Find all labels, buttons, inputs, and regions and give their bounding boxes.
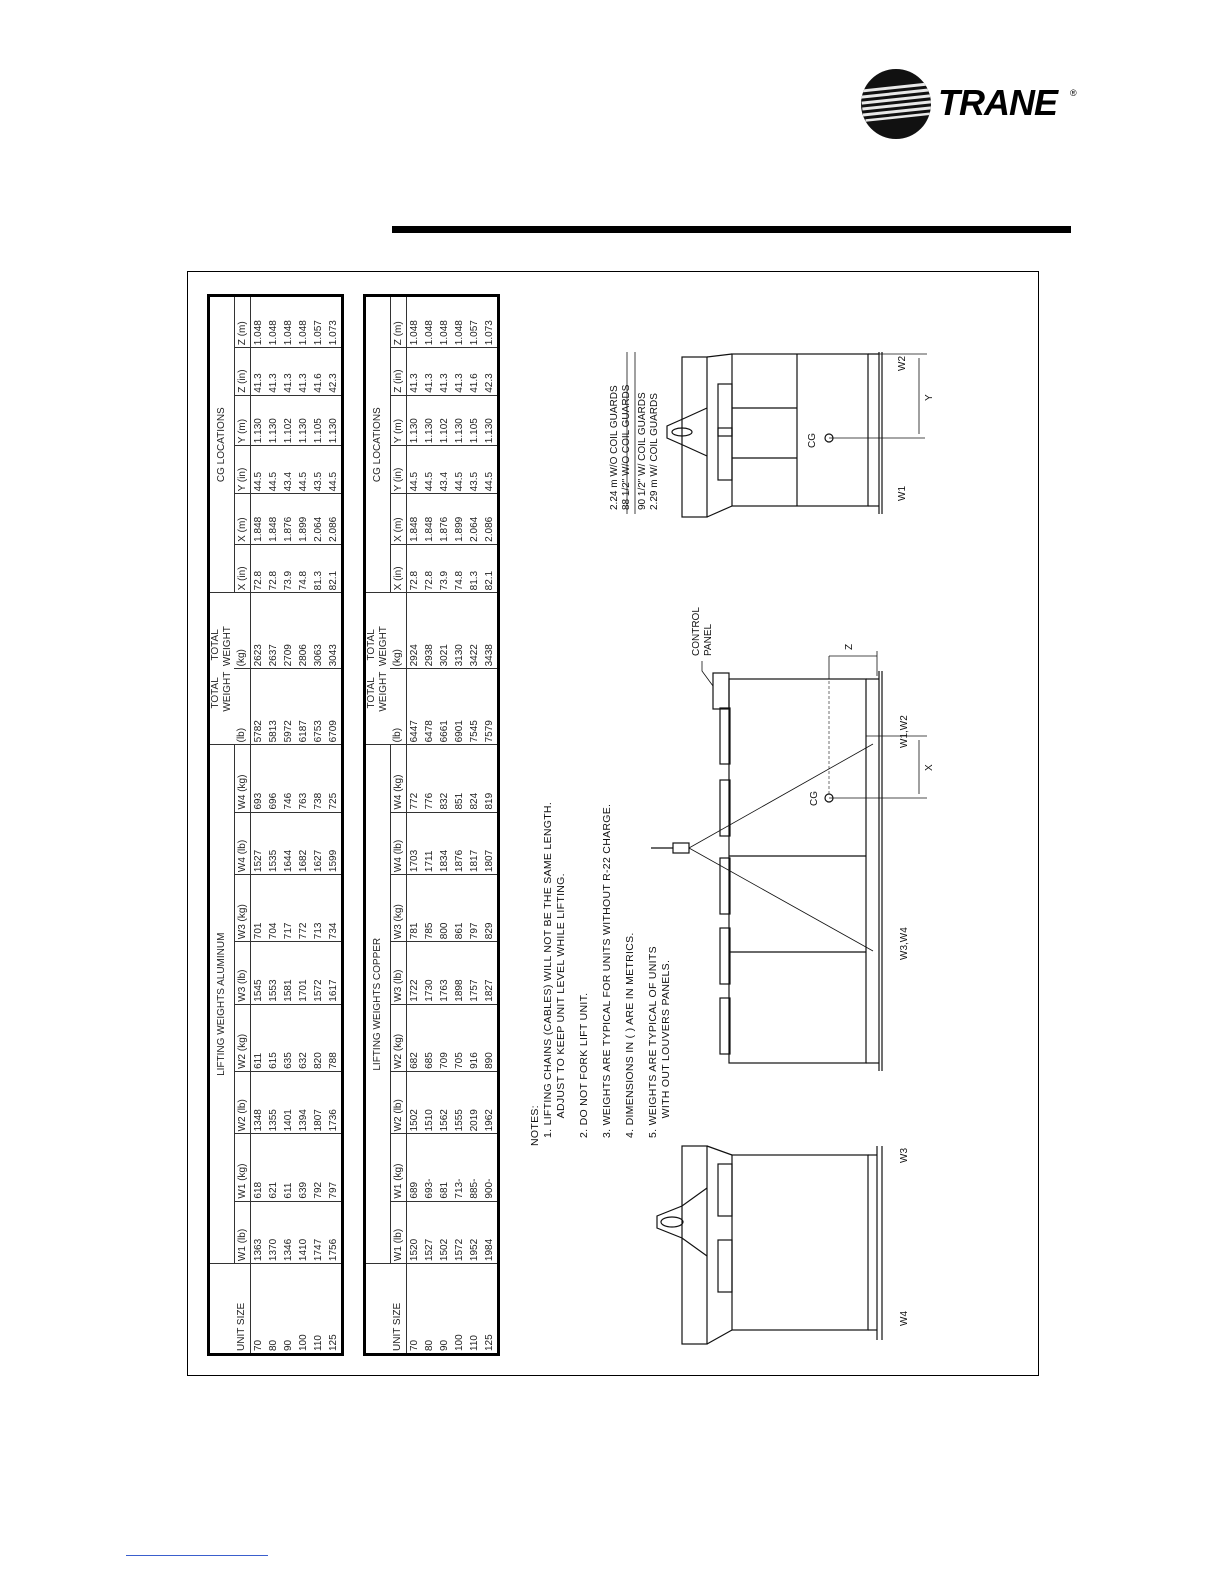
label-coil-guards-3: 90 1/2" W/ COIL GUARDS: [637, 392, 648, 510]
label-x: X: [924, 764, 935, 771]
header-rule: [392, 226, 1071, 233]
side-view: [651, 651, 927, 1071]
label-y: Y: [924, 394, 935, 401]
label-w1: W1: [897, 486, 908, 501]
label-coil-guards-2: 88 1/2" W/O COIL GUARDS: [621, 384, 632, 510]
trane-globe-icon: [861, 69, 931, 139]
trane-logo: TRANE ®: [860, 68, 1077, 140]
drawing-frame: [187, 271, 1039, 1376]
label-control-panel-1: CONTROL: [691, 607, 702, 656]
label-w1-w2: W1,W2: [899, 715, 910, 748]
end-view-w3-w4: [656, 1145, 883, 1345]
label-w4: W4: [899, 1311, 910, 1326]
footer-link-underline: [126, 1555, 268, 1556]
label-cg-side: CG: [809, 791, 820, 806]
label-w2: W2: [897, 356, 908, 371]
brand-name: TRANE: [938, 82, 1058, 123]
label-coil-guards-4: 2.29 m W/ COIL GUARDS: [649, 393, 660, 510]
trademark-mark: ®: [1070, 88, 1077, 98]
label-w3: W3: [899, 1148, 910, 1163]
unit-drawings: W4 W3 W3,W4 W1,W2 CG X Z CONTROL PANEL W…: [609, 352, 935, 1345]
label-cg-end: CG: [807, 433, 818, 448]
label-z: Z: [844, 644, 855, 650]
label-control-panel-2: PANEL: [703, 624, 714, 656]
label-coil-guards-1: 2.24 m W/O COIL GUARDS: [609, 385, 620, 510]
label-w3-w4: W3,W4: [899, 927, 910, 960]
rotated-sheet: LIFTING WEIGHTS ALUMINUM TOTAL TOTAL WEI…: [187, 271, 1039, 1376]
end-view-w1-w2: [626, 352, 927, 518]
